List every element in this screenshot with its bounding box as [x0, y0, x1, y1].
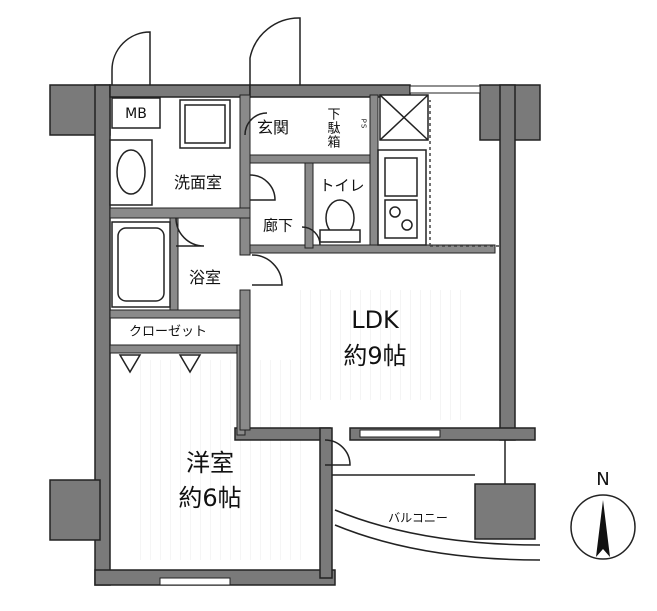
- mb-label: MB: [125, 106, 147, 122]
- kitchen-counter: [377, 94, 429, 246]
- ldk-size-label: 約9帖: [343, 342, 407, 370]
- closet-label: クローゼット: [128, 324, 208, 340]
- balcony-label: バルコニー: [388, 511, 448, 525]
- entrance-label: 玄関: [256, 118, 290, 137]
- bathtub: [111, 221, 171, 308]
- shoe-box-label: 下駄箱: [324, 107, 340, 149]
- entrance-doors: [111, 17, 351, 466]
- washroom-fixtures: [109, 99, 231, 206]
- ps-label: PS: [359, 118, 368, 130]
- floor-hatching: [140, 290, 470, 560]
- western-room-size-label: 約6帖: [178, 484, 242, 512]
- compass-north-label: N: [596, 469, 610, 490]
- mb-box: [111, 97, 161, 129]
- kitchen-boundary: [429, 100, 500, 247]
- toilet-fixture: [319, 199, 361, 243]
- closet-doors: [118, 354, 202, 374]
- windows: [159, 85, 481, 586]
- balcony-area: [332, 440, 541, 561]
- bathroom-label: 浴室: [188, 268, 222, 287]
- western-room-name-label: 洋室: [186, 449, 234, 477]
- washroom-label: 洗面室: [173, 173, 223, 192]
- hallway-label: 廊下: [262, 216, 294, 235]
- ldk-name-label: LDK: [351, 306, 399, 334]
- exterior-walls: [49, 84, 541, 586]
- compass-icon: [570, 494, 636, 560]
- toilet-label: トイレ: [319, 176, 365, 195]
